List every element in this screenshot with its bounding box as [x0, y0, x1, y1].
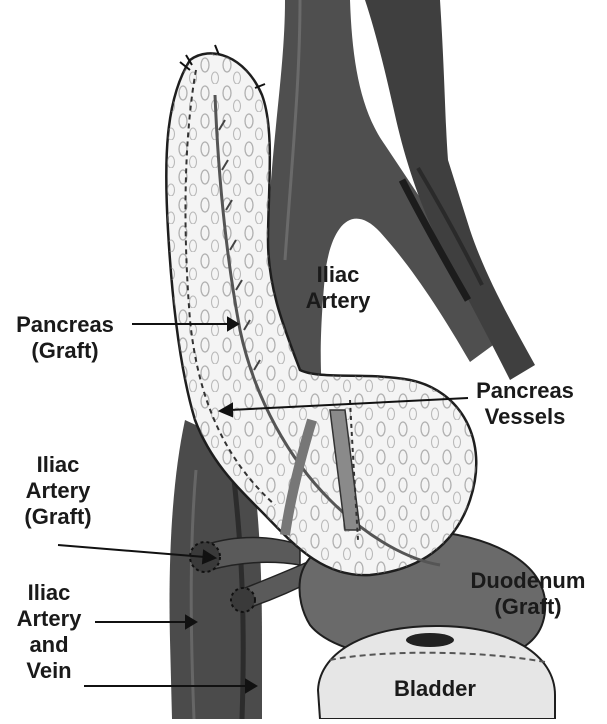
- iliac-artery-vessel: [267, 0, 535, 392]
- label-line: Iliac: [4, 580, 94, 606]
- label-iliac-artery-and-vein: Iliac Artery and Vein: [4, 580, 94, 684]
- label-pancreas-vessels: Pancreas Vessels: [460, 378, 590, 430]
- label-line: and: [4, 632, 94, 658]
- label-pancreas-graft: Pancreas (Graft): [4, 312, 126, 364]
- label-duodenum-graft: Duodenum (Graft): [458, 568, 598, 620]
- label-line: Artery: [298, 288, 378, 314]
- label-line: (Graft): [8, 504, 108, 530]
- label-line: Vessels: [460, 404, 590, 430]
- label-line: Pancreas: [4, 312, 126, 338]
- label-line: Vein: [4, 658, 94, 684]
- label-line: Duodenum: [458, 568, 598, 594]
- label-line: (Graft): [458, 594, 598, 620]
- label-iliac-artery-top: Iliac Artery: [298, 262, 378, 314]
- label-line: Artery: [8, 478, 108, 504]
- label-iliac-artery-graft: Iliac Artery (Graft): [8, 452, 108, 530]
- label-line: (Graft): [4, 338, 126, 364]
- label-line: Iliac: [298, 262, 378, 288]
- label-line: Artery: [4, 606, 94, 632]
- label-line: Pancreas: [460, 378, 590, 404]
- label-line: Iliac: [8, 452, 108, 478]
- label-bladder: Bladder: [370, 676, 500, 702]
